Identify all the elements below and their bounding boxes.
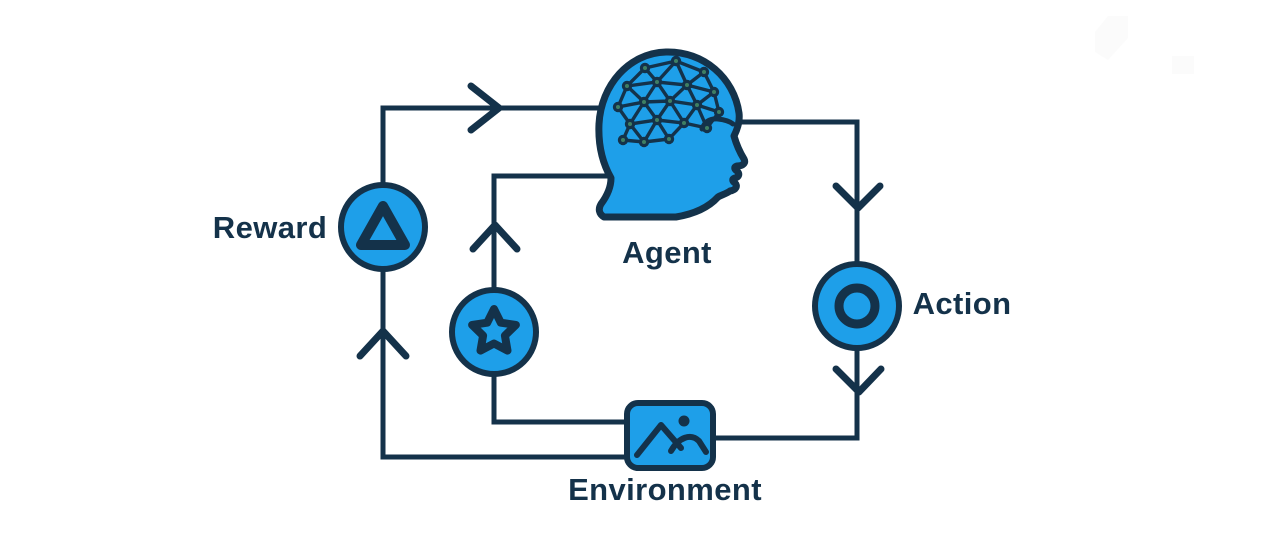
agent-label: Agent [622,235,712,270]
concentric-circle-icon [834,283,880,329]
arrow-down-icon [832,365,885,396]
action-label: Action [913,286,1012,321]
rounded-triangle-icon [356,201,410,250]
environment-label: Environment [568,472,762,507]
brain-network-icon [612,55,725,148]
reward-label: Reward [213,210,327,245]
arrow-up-icon [356,327,410,360]
agent-node [595,48,749,221]
arrow-up-icon [469,221,521,253]
arrowheads [356,82,885,396]
faint-watermark [1095,16,1194,74]
action-circle [812,261,902,351]
arrow-right-icon [467,82,503,134]
labels: Reward Agent Action Environment [213,210,1012,507]
state-circle [449,287,539,377]
action-node [812,261,902,351]
arrow-down-icon [832,182,884,212]
environment-to-agent-reward-line [380,105,660,460]
reward-circle [338,182,428,272]
picture-icon [634,415,709,458]
star-icon [468,305,520,355]
reward-node [338,182,428,272]
state-node [449,287,539,377]
environment-node [624,400,716,471]
